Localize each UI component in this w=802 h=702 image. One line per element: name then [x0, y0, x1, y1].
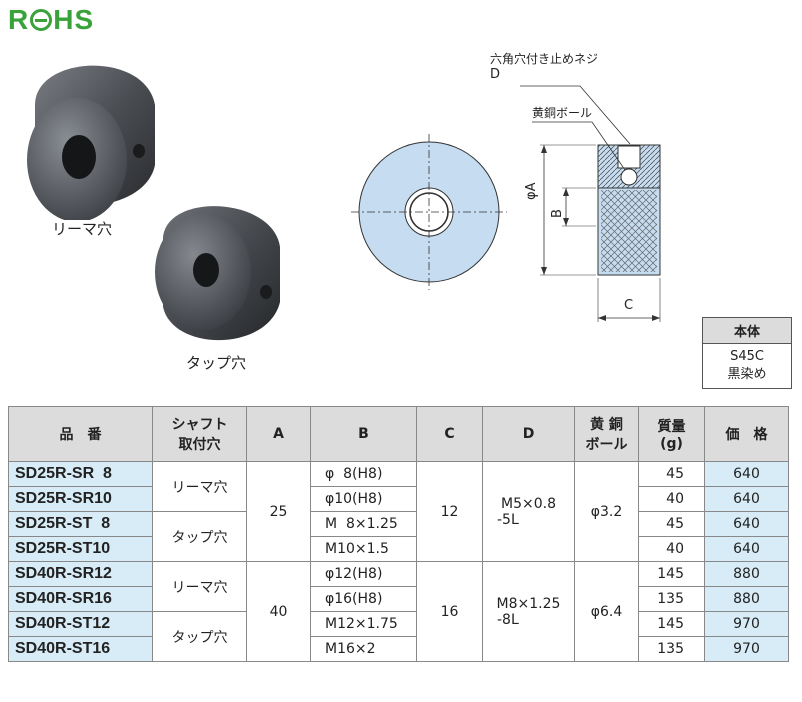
header-shaft: シャフト取付穴 — [152, 406, 247, 462]
mass: 145 — [638, 561, 705, 587]
dim-a: 25 — [246, 461, 311, 562]
price: 640 — [704, 486, 789, 512]
price: 640 — [704, 511, 789, 537]
tap-collar-photo — [155, 206, 280, 341]
brass-ball: φ6.4 — [574, 561, 639, 662]
hex-screw-label: 六角穴付き止めネジ — [490, 52, 599, 66]
mass: 135 — [638, 636, 705, 662]
dim-d: M8×1.25-8L — [482, 561, 575, 662]
mass: 45 — [638, 511, 705, 537]
table-row: SD25R-ST 8 タップ穴 M 8×1.25 45 640 — [8, 511, 789, 562]
a-dim-label: φA — [524, 182, 539, 200]
dim-c: 12 — [416, 461, 483, 562]
material-line1: S45C — [730, 349, 764, 364]
part-number: SD25R-ST10 — [8, 536, 153, 562]
dim-b: M16×2 — [310, 636, 417, 662]
price: 880 — [704, 586, 789, 612]
price: 640 — [704, 461, 789, 487]
dim-b: φ10(H8) — [310, 486, 417, 512]
header-part: 品 番 — [8, 406, 153, 462]
shaft-hole: リーマ穴 — [152, 561, 247, 612]
mass: 45 — [638, 461, 705, 487]
header-c: C — [416, 406, 483, 462]
material-line2: 黒染め — [727, 367, 767, 382]
table-row: SD40R-ST16 M16×2 135 970 — [8, 636, 789, 662]
table-row: SD25R-SR 8 リーマ穴 25 φ 8(H8) 12 M5×0.8-5L … — [8, 461, 789, 562]
material-header: 本体 — [703, 318, 791, 344]
header-row: 品 番 シャフト取付穴 A B C D 黄 銅ボール 質量(g) 価 格 — [8, 406, 789, 462]
table-row: SD40R-SR12 リーマ穴 40 φ12(H8) 16 M8×1.25-8L… — [8, 561, 789, 662]
part-number: SD40R-SR16 — [8, 586, 153, 612]
part-number: SD40R-ST12 — [8, 611, 153, 637]
price: 880 — [704, 561, 789, 587]
header-d: D — [482, 406, 575, 462]
reamer-collar-photo — [27, 65, 155, 220]
part-number: SD25R-SR10 — [8, 486, 153, 512]
part-number: SD25R-SR 8 — [8, 461, 153, 487]
shaft-hole: タップ穴 — [152, 611, 247, 662]
dim-b: M12×1.75 — [310, 611, 417, 637]
dim-b: M 8×1.25 — [310, 511, 417, 537]
side-view-drawing — [520, 85, 661, 322]
mass: 40 — [638, 536, 705, 562]
mass: 40 — [638, 486, 705, 512]
table-row: SD40R-SR16 φ16(H8) 135 880 — [8, 586, 789, 612]
spec-table: 品 番 シャフト取付穴 A B C D 黄 銅ボール 質量(g) 価 格 SD2… — [8, 406, 789, 662]
shaft-hole: タップ穴 — [152, 511, 247, 562]
table-row: SD40R-ST12 タップ穴 M12×1.75 145 970 — [8, 611, 789, 662]
part-number: SD25R-ST 8 — [8, 511, 153, 537]
price: 640 — [704, 536, 789, 562]
dim-b: φ12(H8) — [310, 561, 417, 587]
dim-a: 40 — [246, 561, 311, 662]
table-row: SD25R-SR10 φ10(H8) 40 640 — [8, 486, 789, 512]
brass-ball: φ3.2 — [574, 461, 639, 562]
mass: 145 — [638, 611, 705, 637]
price: 970 — [704, 611, 789, 637]
header-ball: 黄 銅ボール — [574, 406, 639, 462]
price: 970 — [704, 636, 789, 662]
b-dim-label: B — [550, 209, 565, 218]
c-dim-label: C — [624, 298, 634, 313]
dim-b: φ16(H8) — [310, 586, 417, 612]
dim-c: 16 — [416, 561, 483, 662]
header-a: A — [246, 406, 311, 462]
mass: 135 — [638, 586, 705, 612]
dim-b: φ 8(H8) — [310, 461, 417, 487]
tap-caption: タップ穴 — [186, 354, 247, 372]
reamer-caption: リーマ穴 — [52, 220, 113, 238]
d-label: D — [490, 67, 501, 82]
header-price: 価 格 — [704, 406, 789, 462]
dim-d: M5×0.8-5L — [482, 461, 575, 562]
header-mass: 質量(g) — [638, 406, 705, 462]
table-row: SD25R-ST10 M10×1.5 40 640 — [8, 536, 789, 562]
brass-ball-label: 黄銅ボール — [532, 106, 593, 120]
header-b: B — [310, 406, 417, 462]
material-box: 本体 S45C 黒染め — [702, 317, 792, 389]
front-view-drawing — [351, 134, 507, 290]
part-number: SD40R-ST16 — [8, 636, 153, 662]
part-number: SD40R-SR12 — [8, 561, 153, 587]
shaft-hole: リーマ穴 — [152, 461, 247, 512]
dim-b: M10×1.5 — [310, 536, 417, 562]
